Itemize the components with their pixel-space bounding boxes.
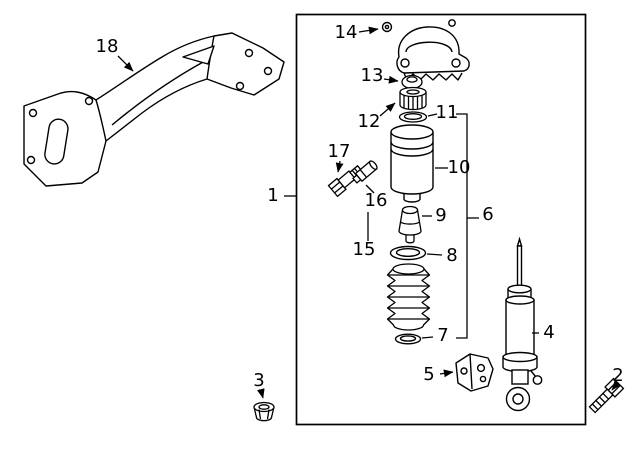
leader-14 xyxy=(358,26,379,35)
part-label-16: 16 xyxy=(364,190,388,211)
part-label-14: 14 xyxy=(334,22,358,43)
part-9-bump-stop xyxy=(398,205,422,244)
part-label-15: 15 xyxy=(352,239,376,260)
leader-8 xyxy=(426,253,443,256)
part-3-nut xyxy=(253,401,275,422)
leader-lines xyxy=(117,26,621,399)
leader-16 xyxy=(365,184,375,194)
part-label-10: 10 xyxy=(447,157,471,178)
part-5-bracket xyxy=(455,353,494,392)
assembly-group-box xyxy=(295,13,587,426)
part-label-5: 5 xyxy=(423,364,435,385)
part-label-18: 18 xyxy=(95,36,119,57)
part-label-2: 2 xyxy=(612,365,624,386)
leader-13 xyxy=(383,75,399,84)
part-7-retaining-ring xyxy=(394,333,422,345)
part-label-17: 17 xyxy=(327,141,351,162)
leader-3 xyxy=(257,388,265,399)
part-label-4: 4 xyxy=(543,322,555,343)
part-18-crossmember xyxy=(23,32,285,187)
part-14-upper-mount xyxy=(381,19,470,81)
dust-boot-bellows xyxy=(386,263,431,331)
leader-11 xyxy=(427,113,438,117)
part-label-13: 13 xyxy=(360,65,384,86)
leader-2 xyxy=(611,380,621,391)
part-label-11: 11 xyxy=(435,102,459,123)
leader-18 xyxy=(117,55,134,72)
bracket-line-6 xyxy=(456,113,468,339)
leader-5 xyxy=(439,369,454,378)
part-label-8: 8 xyxy=(446,245,458,266)
part-11-washer xyxy=(398,111,428,123)
part-13-cap xyxy=(401,74,423,90)
part-label-9: 9 xyxy=(435,205,447,226)
part-4-shock-absorber xyxy=(502,236,543,412)
part-label-3: 3 xyxy=(253,370,265,391)
part-label-1: 1 xyxy=(267,185,279,206)
part-label-12: 12 xyxy=(357,111,381,132)
leader-7 xyxy=(421,336,434,339)
part-label-6: 6 xyxy=(482,204,494,225)
leader-12 xyxy=(379,102,396,117)
leader-17 xyxy=(335,160,344,173)
part-12-splined-ring xyxy=(399,86,427,111)
part-10-air-spring xyxy=(390,124,434,203)
part-8-seal-ring xyxy=(389,245,427,261)
part-16-fitting xyxy=(352,160,378,184)
part-label-7: 7 xyxy=(437,325,449,346)
